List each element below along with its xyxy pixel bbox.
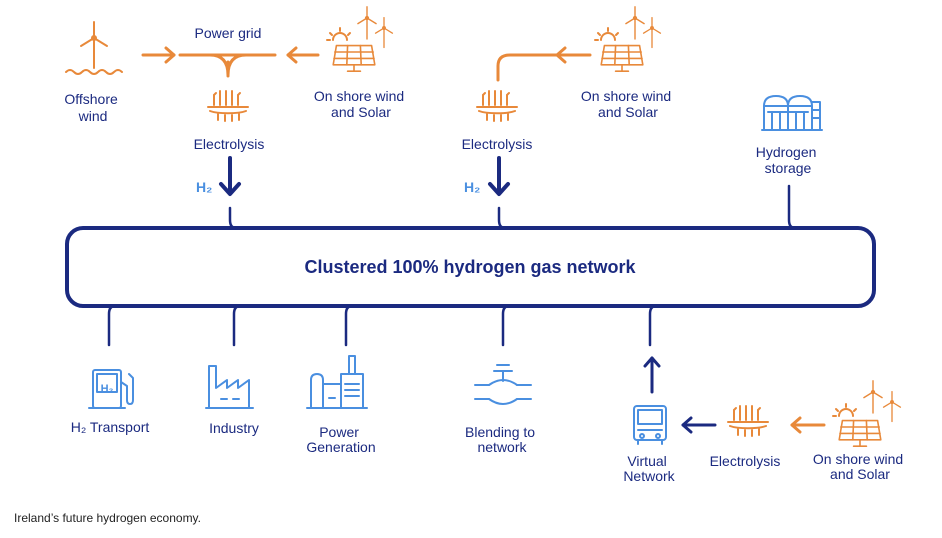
- figure-caption: Ireland’s future hydrogen economy.: [14, 511, 202, 525]
- h2-transport-pump-icon: [88, 369, 134, 409]
- h2-label-2: H₂: [464, 179, 480, 195]
- connector-transport: [107, 304, 117, 347]
- h2-label-1: H₂: [196, 179, 212, 195]
- industry-factory-icon: [205, 365, 254, 409]
- power-grid-merge-line: [178, 53, 277, 78]
- h2-transport-icon-text: H₂: [101, 383, 114, 395]
- blending-label: Blending to network: [465, 424, 539, 455]
- h2-transport-label: H₂ Transport: [71, 419, 150, 435]
- offshore-to-grid-arrow: [141, 46, 176, 64]
- power-generation-label: Power Generation: [306, 424, 375, 455]
- virtual-network-label: Virtual Network: [623, 453, 675, 484]
- electrolysis-label-1: Electrolysis: [194, 136, 265, 152]
- electrolysis-icon-2: [476, 90, 518, 122]
- offshore-wind-turbine-icon: [65, 21, 123, 75]
- connector-electrolysis-1: [228, 206, 238, 230]
- network-label: Clustered 100% hydrogen gas network: [304, 257, 636, 277]
- power-generation-plant-icon: [306, 355, 368, 409]
- connector-industry: [232, 304, 242, 347]
- industry-label: Industry: [209, 420, 259, 436]
- onshore-label-1: On shore wind and Solar: [314, 88, 408, 120]
- onshore-solar-wind-icon-3: [832, 380, 902, 448]
- electrolysis-label-3: Electrolysis: [710, 453, 781, 469]
- blending-valve-icon: [474, 364, 532, 405]
- h2-down-arrow-1: [219, 156, 241, 196]
- virtual-network-up-arrow: [643, 356, 661, 394]
- connector-blending: [501, 304, 511, 347]
- onshore-solar-wind-icon-2: [594, 6, 662, 72]
- onshore-to-grid-arrow: [286, 46, 320, 64]
- connector-storage: [787, 184, 797, 230]
- onshore-to-electrolysis-arrow: [496, 46, 592, 82]
- hydrogen-storage-icon: [761, 95, 823, 131]
- onshore-label-2: On shore wind and Solar: [581, 88, 675, 120]
- offshore-wind-label: Offshore wind: [64, 91, 121, 124]
- network-box: [65, 226, 876, 308]
- electrolysis-to-truck-arrow: [681, 416, 717, 434]
- electrolysis-label-2: Electrolysis: [462, 136, 533, 152]
- virtual-network-truck-icon: [633, 405, 667, 445]
- hydrogen-storage-label: Hydrogen storage: [756, 144, 821, 176]
- connector-power-gen: [344, 304, 354, 347]
- connector-electrolysis-2: [497, 206, 507, 230]
- h2-down-arrow-2: [488, 156, 510, 196]
- onshore-label-3: On shore wind and Solar: [813, 451, 907, 482]
- power-grid-label: Power grid: [195, 25, 262, 41]
- electrolysis-icon-1: [207, 90, 249, 122]
- connector-virtual: [648, 304, 658, 347]
- onshore-solar-wind-icon-1: [326, 6, 394, 72]
- onshore-to-electrolysis-arrow-3: [790, 416, 826, 434]
- electrolysis-icon-3: [727, 405, 769, 437]
